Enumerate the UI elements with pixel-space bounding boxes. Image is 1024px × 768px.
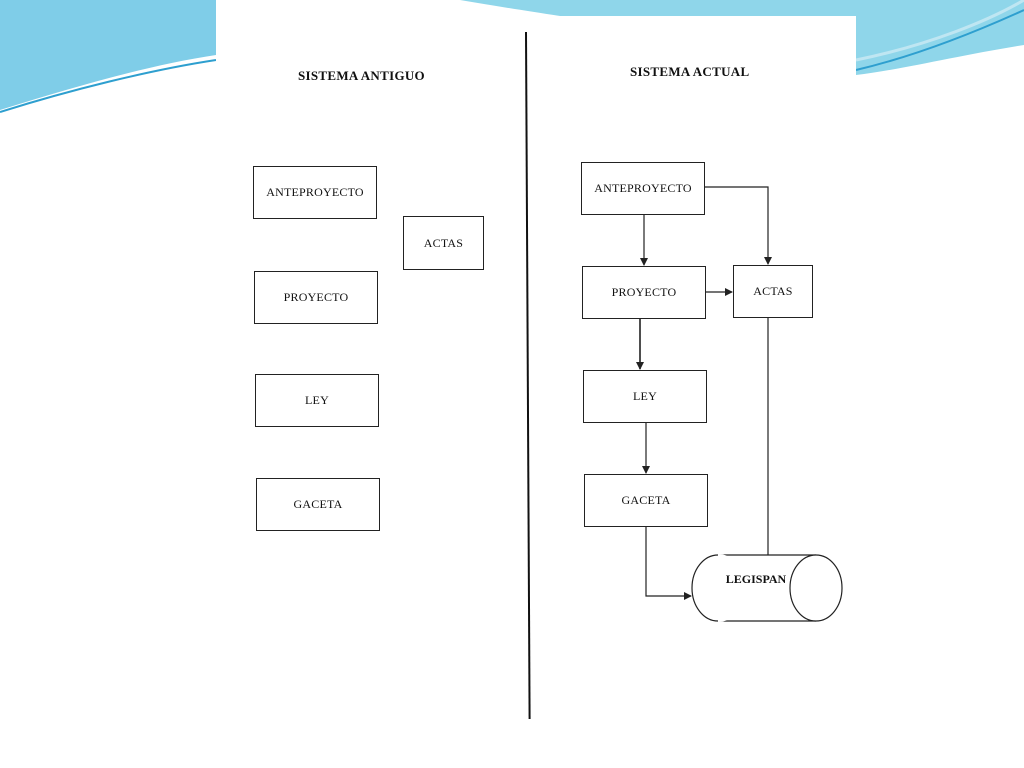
- top-right-swoosh-line2: [855, 0, 1024, 62]
- new-anteproyecto-box: ANTEPROYECTO: [581, 162, 705, 215]
- legispan-label: LEGISPAN: [725, 572, 787, 586]
- top-right-swoosh: [460, 0, 1024, 75]
- new-proyecto-box: PROYECTO: [582, 266, 706, 319]
- old-proyecto-box: PROYECTO: [254, 271, 378, 324]
- top-right-swoosh-line: [855, 9, 1024, 71]
- new-gaceta-box: GACETA: [584, 474, 708, 527]
- new-system-title: SISTEMA ACTUAL: [630, 64, 750, 79]
- old-anteproyecto-box: ANTEPROYECTO: [253, 166, 377, 219]
- new-actas-box: ACTAS: [733, 265, 813, 318]
- top-left-swoosh-line: [0, 59, 217, 113]
- old-gaceta-box: GACETA: [256, 478, 380, 531]
- new-ley-box: LEY: [583, 370, 707, 423]
- old-actas-box: ACTAS: [403, 216, 484, 270]
- top-left-swoosh: [0, 0, 216, 110]
- old-system-title: SISTEMA ANTIGUO: [298, 68, 425, 83]
- old-ley-box: LEY: [255, 374, 379, 427]
